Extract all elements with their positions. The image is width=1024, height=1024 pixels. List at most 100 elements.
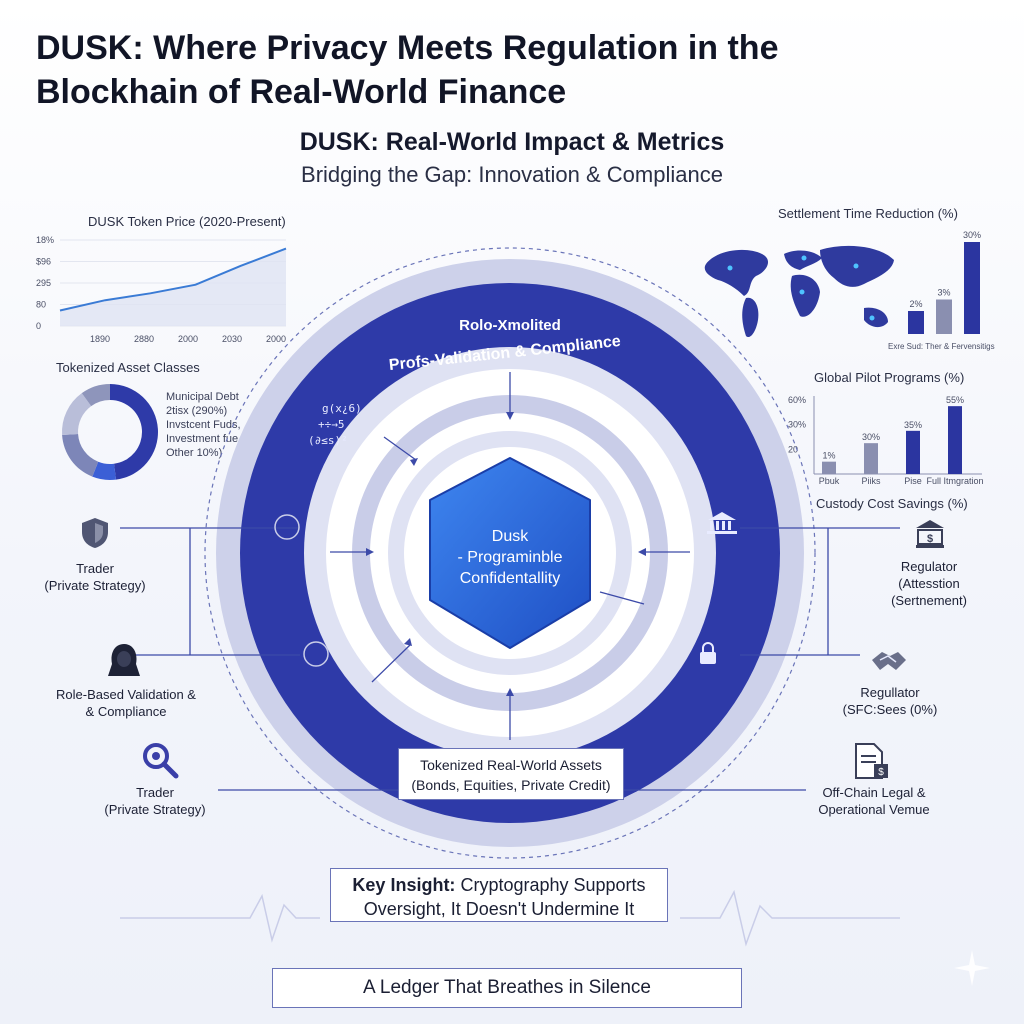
key-insight-box: Key Insight: Cryptography Supports Overs…	[330, 868, 668, 922]
y-tick-label: 30%	[788, 420, 806, 430]
pilot-bar	[948, 406, 962, 474]
bar-data-label: 30%	[862, 432, 880, 442]
pilot-bar	[906, 430, 920, 474]
svg-text:g(x¿6) +÷→5 (∂≤s)²: g(x¿6) +÷→5 (∂≤s)²	[308, 402, 368, 447]
legend-item: Other 10%)	[166, 447, 223, 459]
bar-data-label: 2%	[909, 299, 922, 309]
formula-line: g(x¿6)	[322, 402, 362, 415]
y-tick-label: 60%	[788, 395, 806, 405]
donut-slice	[110, 384, 159, 480]
x-tick-label: Pise	[904, 476, 922, 486]
label-role-validation: Role-Based Validation & & Compliance	[46, 686, 206, 720]
insight-heading: Key Insight:	[352, 875, 456, 895]
footer-box: A Ledger That Breathes in Silence	[272, 968, 742, 1008]
label-line: (Private Strategy)	[104, 802, 206, 817]
label-line: (Sertnement)	[891, 593, 967, 608]
pilot-bar	[864, 443, 878, 474]
label-line: (Attesstion	[898, 576, 960, 591]
label-line: Regullator	[860, 685, 920, 700]
legend-item: Municipal Debt	[166, 391, 239, 403]
x-tick-label: 2030	[222, 334, 242, 344]
handshake-icon	[872, 652, 906, 670]
settlement-chart-title: Settlement Time Reduction (%)	[778, 206, 958, 221]
label-line: (Private Strategy)	[44, 578, 146, 593]
magnifier-gear-icon	[143, 743, 179, 779]
core-label: Dusk - Programinble Confidentallity	[430, 526, 590, 589]
bar-data-label: 3%	[937, 288, 950, 298]
custody-caption: Custody Cost Savings (%)	[816, 496, 968, 511]
pilot-chart-title: Global Pilot Programs (%)	[814, 370, 965, 385]
label-line: Trader	[136, 785, 174, 800]
assets-line: Tokenized Real-World Assets	[420, 757, 602, 773]
bar-data-label: 35%	[904, 420, 922, 430]
x-tick-label: 1890	[90, 334, 110, 344]
ring-label-main: Profs-Validation & Compliance	[388, 333, 622, 374]
x-tick-label: 2880	[134, 334, 154, 344]
label-line: & Compliance	[85, 704, 167, 719]
asset-donut-chart	[62, 384, 159, 480]
y-tick-label: 20	[788, 444, 798, 454]
label-line: Operational Vemue	[818, 802, 930, 817]
donut-title: Tokenized Asset Classes	[56, 360, 200, 375]
cross-ring-icon	[303, 641, 329, 667]
donut-slice	[92, 461, 117, 480]
y-tick-label: 0	[788, 469, 793, 479]
main-title: DUSK: Where Privacy Meets Regulation in …	[36, 29, 779, 111]
bank-ring-icon	[707, 512, 737, 534]
x-tick-label: Piiks	[861, 476, 881, 486]
bank-icon: $	[916, 520, 944, 548]
insight-text: Cryptography Supports	[460, 875, 646, 895]
settlement-caption: Exre Sud: Ther & Fervensitigs	[888, 342, 995, 351]
padlock-ring-icon	[700, 642, 716, 664]
label-offchain: Off-Chain Legal & Operational Vemue	[804, 784, 944, 818]
svg-text:$: $	[927, 533, 933, 545]
assets-line: (Bonds, Equities, Private Credit)	[411, 777, 611, 793]
hooded-figure-icon	[108, 644, 140, 676]
y-tick-label: 18%	[36, 235, 54, 245]
label-line: Off-Chain Legal &	[822, 785, 926, 800]
donut-slice	[62, 434, 99, 477]
svg-text:Rolo-Xmolited: Rolo-Xmolited	[459, 317, 561, 334]
document-icon: $	[855, 743, 888, 779]
donut-slice	[81, 384, 110, 407]
y-tick-label: 80	[36, 300, 46, 310]
y-tick-label: 0	[36, 321, 41, 331]
world-map-icon	[704, 245, 894, 338]
x-tick-label: Pbuk	[819, 476, 840, 486]
label-line: Trader	[76, 561, 114, 576]
x-tick-label: Full Itmgration	[926, 476, 983, 486]
pilot-bar	[822, 461, 836, 474]
settlement-bar	[936, 299, 952, 334]
label-line: (SFC:Sees (0%)	[842, 702, 938, 717]
insight-line2: Oversight, It Doesn't Undermine It	[363, 899, 635, 919]
legend-item: Invstcent Fuds,	[166, 419, 241, 431]
assets-box: Tokenized Real-World Assets (Bonds, Equi…	[398, 748, 624, 800]
legend-item: Investment fue	[166, 433, 239, 445]
settlement-bar	[908, 311, 924, 334]
donut-legend: Municipal Debt 2tisx (290%) Invstcent Fu…	[166, 390, 241, 460]
settlement-bar-chart: 2% 3% 30%	[908, 230, 981, 334]
label-trader-2: Trader (Private Strategy)	[90, 784, 220, 818]
y-tick-label: 295	[36, 278, 51, 288]
price-chart-title: DUSK Token Price (2020-Present)	[88, 214, 286, 229]
price-area	[60, 248, 286, 326]
shield-icon	[82, 518, 108, 548]
ring-label-top: Rolo-Xmolited	[459, 317, 561, 334]
formula-line: +÷→5	[318, 418, 345, 431]
core-line: Confidentallity	[459, 570, 561, 587]
label-line: Role-Based Validation &	[56, 687, 196, 702]
bar-data-label: 1%	[822, 451, 835, 461]
label-regulator-1: Regulator (Attesstion (Sertnement)	[868, 558, 990, 609]
label-regulator-2: Regullator (SFC:Sees (0%)	[830, 684, 950, 718]
core-line: Dusk	[491, 528, 529, 545]
bar-data-label: 30%	[963, 230, 981, 240]
lock-ring-icon	[274, 514, 300, 540]
sparkle-icon	[954, 950, 990, 986]
label-line: Regulator	[900, 559, 958, 574]
x-tick-label: 2000	[178, 334, 198, 344]
svg-text:$: $	[878, 767, 884, 778]
bar-data-label: 55%	[946, 395, 964, 405]
section-caption: Bridging the Gap: Innovation & Complianc…	[301, 162, 723, 187]
label-trader-1: Trader (Private Strategy)	[30, 560, 160, 594]
